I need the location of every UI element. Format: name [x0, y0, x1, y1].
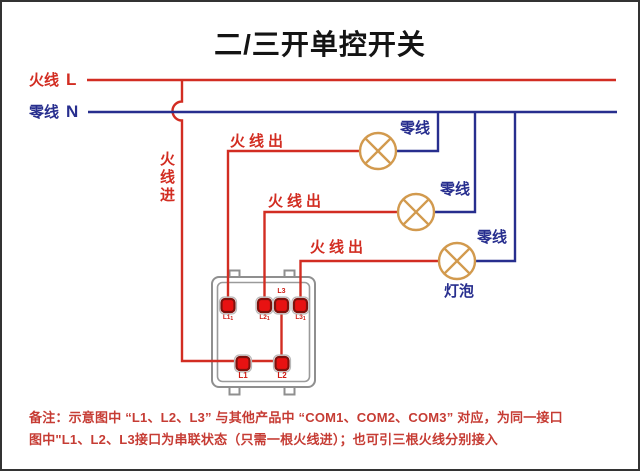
- terminal-label-L1-out: L11: [220, 314, 237, 322]
- bulb-label: 灯泡: [444, 283, 475, 300]
- live-out-label-1: 火线出: [230, 133, 288, 150]
- live-out-wire-1: [226, 149, 360, 301]
- neutral-bus-label-text: 零线: [29, 104, 60, 121]
- terminal-label-base: L3: [295, 314, 303, 321]
- live-in-label: 火线进: [158, 151, 175, 205]
- lamp-cross-line: [443, 247, 471, 275]
- terminal-label-sub: 1: [230, 316, 234, 322]
- terminal-label-L3-jumper: L3: [277, 288, 286, 295]
- neutral-bus-label: 零线 N: [29, 103, 78, 120]
- terminal-L2-out: [256, 297, 273, 314]
- lamp-cross-line: [402, 198, 430, 226]
- neutral-branch-label-3: 零线: [477, 229, 508, 246]
- live-bus-letter: L: [66, 70, 77, 89]
- neutral-bus-letter: N: [66, 102, 79, 121]
- live-out-wire-3: [299, 259, 439, 301]
- terminal-label-base: L1: [222, 314, 231, 321]
- note-line-1: 备注：示意图中 “L1、L2、L3” 与其他产品中 “COM1、COM2、COM…: [29, 410, 563, 425]
- terminal-label-L3-out: L31: [292, 314, 309, 322]
- terminal-label-L1-in: L1: [238, 371, 248, 380]
- page-title: 二/三开单控开关: [214, 29, 426, 60]
- live-out-wire-2: [263, 210, 398, 301]
- terminal-label-sub: 1: [266, 316, 270, 322]
- note-line-2: 图中"L1、L2、L3接口为串联状态（只需一根火线进）；也可引三根火线分别接入: [29, 432, 498, 447]
- terminal-L3-out: [292, 297, 309, 314]
- live-bus-label: 火线 L: [29, 71, 76, 88]
- neutral-branch-2: [434, 112, 477, 214]
- terminal-L1-in: [235, 355, 251, 372]
- terminal-label-base: L2: [259, 314, 267, 321]
- lamp-symbol-1: [358, 131, 398, 171]
- terminal-L1-out: [220, 297, 236, 314]
- lamp-symbol-2: [396, 192, 436, 232]
- terminal-label-L2-in: L2: [277, 371, 287, 380]
- neutral-branch-label-1: 零线: [400, 120, 431, 137]
- terminal-L3-jumper: [273, 297, 290, 314]
- neutral-wires: [88, 110, 617, 263]
- terminal-label-sub: 1: [302, 316, 306, 322]
- neutral-branch-1: [396, 112, 440, 153]
- live-wires: [87, 78, 616, 363]
- lamp-cross-line: [364, 137, 392, 165]
- lamp-symbols: [358, 131, 477, 281]
- lamp-symbol-3: [437, 241, 477, 281]
- switch-terminals: [218, 296, 310, 373]
- live-bus-label-text: 火线: [29, 72, 60, 89]
- terminal-L2-in: [274, 355, 290, 372]
- neutral-branch-label-2: 零线: [440, 181, 471, 198]
- terminal-label-L2-out: L21: [256, 314, 273, 322]
- live-out-label-2: 火线出: [268, 193, 326, 210]
- neutral-branch-3: [475, 112, 517, 263]
- live-out-label-3: 火线出: [310, 239, 368, 256]
